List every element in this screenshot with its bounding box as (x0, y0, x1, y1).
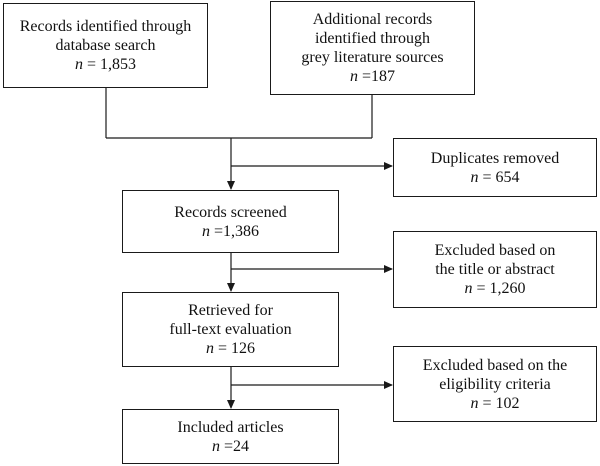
database-search-box: Records identified through database sear… (3, 3, 208, 88)
retrieved-fulltext-box: Retrieved for full-text evaluation n = 1… (122, 292, 339, 367)
excluded-eligibility-count: n = 102 (470, 394, 520, 412)
included-articles-label: Included articles (177, 418, 284, 436)
database-search-label-2: database search (55, 37, 156, 54)
retrieved-fulltext-label-2: full-text evaluation (169, 321, 292, 338)
excluded-eligibility-box: Excluded based on the eligibility criter… (393, 346, 597, 422)
grey-literature-box: Additional records identified through gr… (270, 1, 475, 95)
excluded-title-abstract-box: Excluded based on the title or abstract … (393, 231, 597, 308)
grey-literature-label-3: grey literature sources (301, 49, 444, 66)
duplicates-removed-count: n = 654 (470, 168, 520, 186)
excluded-title-abstract-label-1: Excluded based on (434, 242, 556, 259)
grey-literature-count: n =187 (349, 68, 396, 85)
included-articles-count: n =24 (211, 437, 250, 455)
database-search-label-1: Records identified through (19, 18, 192, 35)
excluded-title-abstract-count: n = 1,260 (464, 280, 526, 297)
duplicates-removed-label: Duplicates removed (430, 149, 560, 167)
retrieved-fulltext-count: n = 126 (205, 340, 256, 357)
records-screened-count: n =1,386 (201, 222, 260, 240)
grey-literature-label-2: identified through (314, 30, 431, 47)
database-search-count: n = 1,853 (74, 56, 137, 73)
retrieved-fulltext-label-1: Retrieved for (188, 302, 273, 319)
records-screened-label: Records screened (174, 203, 287, 221)
records-screened-box: Records screened n =1,386 (122, 190, 339, 253)
grey-literature-label-1: Additional records (312, 11, 433, 28)
excluded-title-abstract-label-2: the title or abstract (435, 261, 555, 278)
excluded-eligibility-label-2: eligibility criteria (439, 375, 551, 393)
duplicates-removed-box: Duplicates removed n = 654 (393, 138, 597, 197)
excluded-eligibility-label-1: Excluded based on the (422, 356, 568, 374)
included-articles-box: Included articles n =24 (122, 409, 339, 464)
